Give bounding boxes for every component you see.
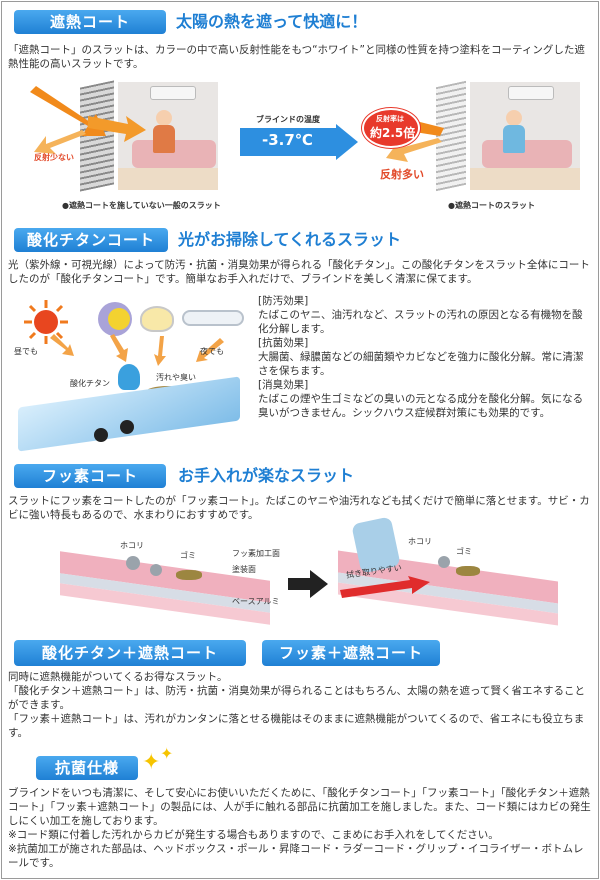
heat-section-title: 遮熱コート [14,10,166,34]
effect-antibacterial-body: 大腸菌、緑膿菌などの細菌類やカビなどを強力に酸化分解。常に清潔さを保ちます。 [258,351,584,377]
label-dirt: 汚れや臭い [156,373,196,382]
trash-icon [456,566,480,576]
antibacterial-line-1: ブラインドをいつも清潔に、そして安心にお使いいただくために、「酸化チタンコート」… [8,787,591,827]
fluorine-description: スラットにフッ素をコートしたのが「フッ素コート」。たばこのヤニや油汚れなども拭く… [8,495,590,521]
effect-deodorant-body: たばこの煙や生ゴミなどの臭いの元となる成分を酸化分解。気になる臭いがつきません。… [258,393,584,419]
effect-deodorant-heading: [消臭効果] [258,379,309,391]
effect-antibacterial-heading: [抗菌効果] [258,337,309,349]
label-dust: ホコリ [120,541,144,550]
air-conditioner-icon [150,86,196,100]
dust-icon [126,556,140,570]
label-titanium: 酸化チタン [70,379,110,388]
dust-icon [438,556,450,568]
light-ray-arrows-icon [50,334,224,366]
label-layer-paint: 塗装面 [232,565,256,574]
heat-description: 「遮熱コート」のスラットは、カラーの中で高い反射性能をもつ“ホワイト”と同様の性… [8,44,585,70]
label-layer-base: ベースアルミ [232,597,280,606]
germ-icon [120,420,134,434]
reflect-rate-label: 反射率は [376,115,404,123]
sofa-icon [482,140,572,168]
sun-ray-arrows-icon [30,86,146,154]
person-icon [156,110,172,126]
heat-tagline: 太陽の熱を遮って快適に！ [176,12,368,31]
label-layer-fluorine: フッ素加工面 [232,549,280,558]
antibacterial-note-1: ※コード類に付着した汚れからカビが発生する場合もありますので、こまめにお手入れを… [8,829,499,841]
label-night: 夜でも [200,347,224,356]
combo-titanium-heat-title: 酸化チタン＋遮熱コート [14,640,246,666]
air-conditioner-icon [508,86,554,100]
temperature-arrow-icon [240,124,358,160]
effect-antifouling-body: たばこのヤニ、油汚れなど、スラットの汚れの原因となる有機物を酸化分解します。 [258,309,583,335]
antibacterial-description: ブラインドをいつも清潔に、そして安心にお使いいただくために、「酸化チタンコート」… [8,786,593,870]
combo-line-2: 「酸化チタン＋遮熱コート」は、防汚・抗菌・消臭効果が得られることはもちろん、太陽… [8,685,585,711]
combo-fluorine-heat-title: フッ素＋遮熱コート [262,640,440,666]
temp-label: ブラインドの温度 [256,115,320,124]
heat-right-reflect-label: 反射多い [380,168,424,181]
titanium-character-icon [118,364,140,390]
label-day: 昼でも [14,347,38,356]
titanium-description: 光（紫外線・可視光線）によって防汚・抗菌・消臭効果が得られる「酸化チタン」。この… [8,259,590,285]
label-dust-right: ホコリ [408,537,432,546]
sparkle-icon: ✦ [142,750,161,775]
fluorine-tagline: お手入れが楽なスラット [178,466,355,485]
label-trash-right: ゴミ [456,547,472,556]
fluorine-section-title: フッ素コート [14,464,166,488]
antibacterial-section-title: 抗菌仕様 [36,756,138,780]
antibacterial-note-2: ※抗菌加工が施された部品は、ヘッドボックス・ポール・昇降コード・ラダーコード・グ… [8,843,584,869]
person-icon [506,110,522,126]
heat-caption-left: ●遮熱コートを施していない一般のスラット [62,201,221,210]
germ-icon [94,428,108,442]
trash-icon [176,570,202,580]
next-step-arrow-icon [288,570,328,598]
combo-description: 同時に遮熱機能がついてくるお得なスラット。 「酸化チタン＋遮熱コート」は、防汚・… [8,670,593,740]
effect-antifouling-heading: [防汚効果] [258,295,309,307]
sun-icon [24,300,68,344]
reflect-rate-badge [362,108,420,148]
reflect-rate-value: 約2.5倍 [370,126,416,140]
combo-line-3: 「フッ素＋遮熱コート」は、汚れがカンタンに落とせる機能はそのままに遮熱機能がつい… [8,713,585,739]
sparkle-icon: ✦ [160,744,174,763]
dust-icon [150,564,162,576]
heat-left-reflect-label: 反射少ない [34,153,74,162]
titanium-section-title: 酸化チタンコート [14,228,168,252]
label-trash: ゴミ [180,551,196,560]
light-bulb-icon [140,306,174,332]
fluorescent-lamp-icon [182,310,244,326]
titanium-effects: [防汚効果] たばこのヤニ、油汚れなど、スラットの汚れの原因となる有機物を酸化分… [258,294,592,420]
combo-line-1: 同時に遮熱機能がついてくるお得なスラット。 [8,671,228,683]
titanium-tagline: 光がお掃除してくれるスラット [178,230,402,249]
temp-value: -3.7℃ [262,131,313,149]
wipe-arrow-icon [340,576,430,598]
heat-caption-right: ●遮熱コートのスラット [448,201,535,210]
